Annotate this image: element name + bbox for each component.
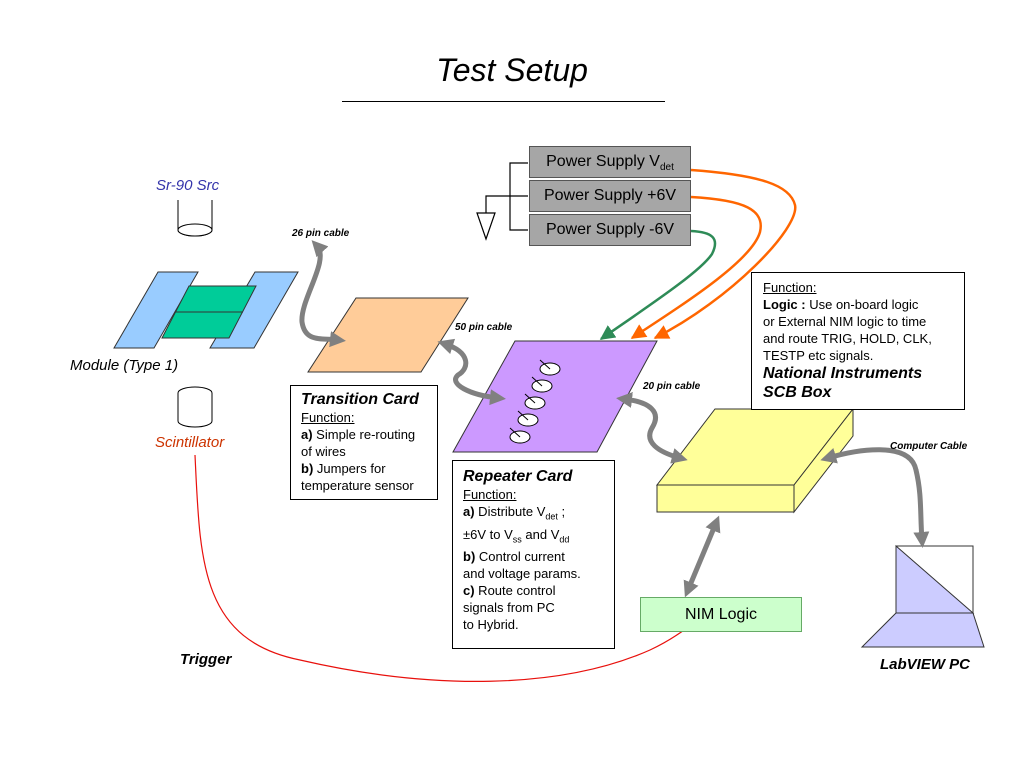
scb-function: Function: [763, 280, 817, 295]
scb-heading-1: National Instruments [763, 365, 923, 382]
transition-card-heading: Transition Card [301, 391, 419, 408]
transition-card-textbox: Transition Card Function: a) Simple re-r… [290, 385, 438, 500]
power-supply-vdet-sub: det [659, 162, 674, 174]
repeater-card-textbox: Repeater Card Function: a) Distribute Vd… [452, 460, 615, 649]
trigger-label: Trigger [180, 651, 232, 668]
repeater-card-item-a2: ±6V to Vss and Vdd [463, 526, 570, 545]
repeater-dials [509, 359, 561, 444]
cable-20pin [616, 391, 688, 464]
scb-box-3d [655, 407, 855, 514]
scb-logic-line: Logic : Use on-board logic [763, 297, 919, 312]
sr90-source-cylinder [177, 200, 213, 237]
repeater-card-function: Function: [463, 487, 517, 502]
scb-line3: and route TRIG, HOLD, CLK, [763, 331, 932, 346]
labview-label: LabVIEW PC [880, 656, 971, 673]
repeater-card-item-c2: signals from PC [463, 600, 555, 616]
repeater-card-item-b: b) Control current [463, 549, 565, 565]
wire-minus6v [599, 229, 717, 341]
scb-heading-2: SCB Box [763, 384, 832, 401]
title-underline [342, 101, 665, 102]
module-label: Module (Type 1) [70, 357, 179, 374]
cable-nim [683, 515, 721, 598]
module-type1 [113, 271, 299, 349]
nim-logic-box: NIM Logic [640, 597, 802, 632]
trigger-wire [194, 454, 713, 682]
power-supply-plus6v: Power Supply +6V [529, 180, 691, 212]
cable-26pin [299, 240, 346, 348]
power-supply-minus6v-label: Power Supply -6V [545, 221, 675, 238]
wire-plus6v [630, 195, 762, 340]
cable-26-label: 26 pin cable [292, 228, 350, 239]
power-supply-vdet: Power Supply Vdet [529, 146, 691, 178]
wire-vdet [653, 168, 797, 340]
transition-card-board [307, 297, 469, 373]
cable-50-label: 50 pin cable [455, 322, 513, 333]
scb-line2: or External NIM logic to time [763, 314, 927, 329]
cable-50pin [437, 338, 506, 406]
power-supply-vdet-label: Power Supply V [546, 153, 660, 170]
transition-card-item-b: b) Jumpers for [301, 461, 386, 476]
transition-card-function: Function: [301, 410, 355, 425]
scintillator-cylinder [177, 386, 213, 428]
transition-card-item-b2: temperature sensor [301, 478, 414, 493]
nim-logic-label: NIM Logic [684, 606, 758, 623]
transition-card-item-a: a) Simple re-routing [301, 427, 416, 442]
repeater-card-item-c3: to Hybrid. [463, 617, 519, 633]
cable-computer [820, 447, 930, 548]
repeater-card-heading: Repeater Card [463, 468, 573, 485]
scb-box-textbox: Function: Logic : Use on-board logic or … [751, 272, 965, 410]
ground-symbol [476, 162, 528, 241]
computer-cable-label: Computer Cable [890, 441, 968, 452]
labview-pc [860, 544, 985, 648]
repeater-card-item-c: c) Route control [463, 583, 556, 599]
page-title: Test Setup [436, 52, 588, 88]
scb-line4: TESTP etc signals. [763, 348, 874, 363]
power-supply-plus6v-label: Power Supply +6V [543, 187, 677, 204]
scintillator-label: Scintillator [155, 434, 225, 451]
cable-20-label: 20 pin cable [643, 381, 701, 392]
repeater-card-item-a: a) Distribute Vdet ; [463, 504, 566, 522]
transition-card-item-a2: of wires [301, 444, 346, 459]
source-label: Sr-90 Src [156, 177, 220, 194]
repeater-card-item-b2: and voltage params. [463, 566, 581, 582]
power-supply-minus6v: Power Supply -6V [529, 214, 691, 246]
